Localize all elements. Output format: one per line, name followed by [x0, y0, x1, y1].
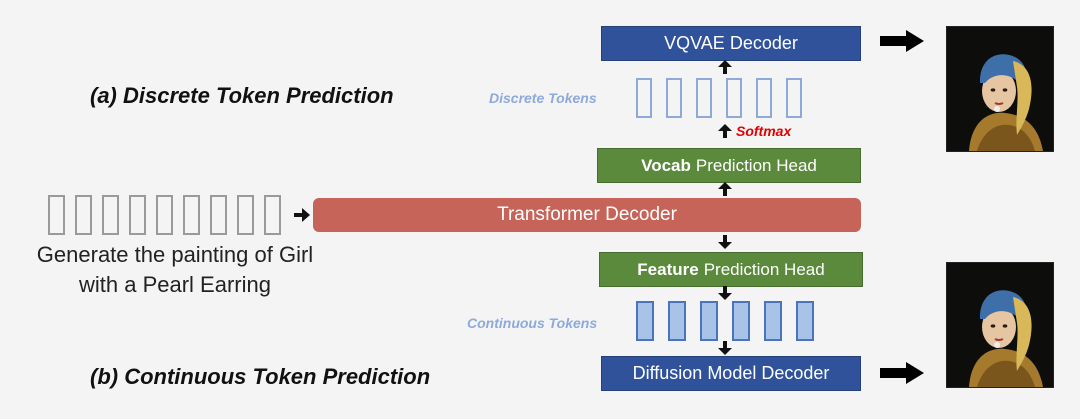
input-token — [102, 195, 119, 235]
down-arrow-icon — [718, 235, 732, 249]
continuous-token — [796, 301, 814, 341]
feature-rest-label: Prediction Head — [703, 259, 825, 279]
input-token — [75, 195, 92, 235]
discrete-token — [666, 78, 682, 118]
title-discrete: (a) Discrete Token Prediction — [90, 83, 394, 108]
continuous-token — [700, 301, 718, 341]
feature-bold-label: Feature — [637, 259, 699, 279]
portrait-image-top — [946, 26, 1054, 152]
input-token — [129, 195, 146, 235]
up-arrow-icon — [718, 60, 732, 74]
vqvae-decoder-box: VQVAE Decoder — [601, 26, 861, 61]
right-arrow-icon — [880, 362, 924, 384]
input-arrow-icon — [294, 208, 310, 222]
up-arrow-icon — [718, 182, 732, 196]
vocab-rest-label: Prediction Head — [695, 155, 817, 175]
input-token — [264, 195, 281, 235]
continuous-token — [668, 301, 686, 341]
discrete-token — [786, 78, 802, 118]
input-token — [48, 195, 65, 235]
softmax-label: Softmax — [736, 123, 792, 139]
continuous-token — [732, 301, 750, 341]
input-token — [210, 195, 227, 235]
down-arrow-icon — [718, 341, 732, 355]
prompt-text: Generate the painting of Girl with a Pea… — [10, 240, 340, 300]
up-arrow-icon — [718, 124, 732, 138]
down-arrow-icon — [718, 286, 732, 300]
portrait-image-bottom — [946, 262, 1054, 388]
discrete-token — [756, 78, 772, 118]
continuous-token — [636, 301, 654, 341]
input-token — [156, 195, 173, 235]
discrete-token — [636, 78, 652, 118]
prompt-line-2: with a Pearl Earring — [79, 272, 271, 297]
input-token — [183, 195, 200, 235]
discrete-token — [696, 78, 712, 118]
discrete-token — [726, 78, 742, 118]
continuous-tokens-label: Continuous Tokens — [467, 315, 598, 331]
vocab-bold-label: Vocab — [641, 155, 691, 175]
continuous-token — [764, 301, 782, 341]
title-continuous: (b) Continuous Token Prediction — [90, 364, 431, 389]
right-arrow-icon — [880, 30, 924, 52]
input-token — [237, 195, 254, 235]
transformer-decoder-box: Transformer Decoder — [313, 198, 861, 232]
diffusion-model-decoder-box: Diffusion Model Decoder — [601, 356, 861, 391]
vocab-prediction-head-box: Vocab Prediction Head — [597, 148, 861, 183]
feature-prediction-head-box: Feature Prediction Head — [599, 252, 863, 287]
prompt-line-1: Generate the painting of Girl — [36, 242, 314, 267]
discrete-tokens-label: Discrete Tokens — [489, 90, 597, 106]
